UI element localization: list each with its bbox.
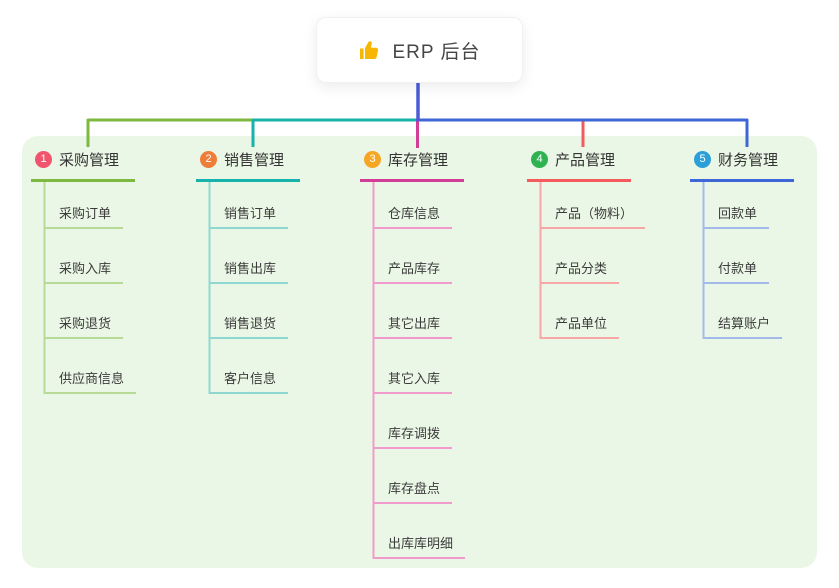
branch-2-badge: 2 xyxy=(200,151,217,168)
node-sales-return[interactable]: 销售退货 xyxy=(209,306,289,339)
branches-background-panel xyxy=(22,136,817,568)
branch-3-label: 库存管理 xyxy=(388,152,449,169)
node-product-stock[interactable]: 产品库存 xyxy=(373,251,453,284)
branch-header-inventory[interactable]: 3 库存管理 xyxy=(360,146,465,182)
node-supplier-info[interactable]: 供应商信息 xyxy=(44,361,137,394)
branch-5-label: 财务管理 xyxy=(718,152,779,169)
node-purchase-inbound[interactable]: 采购入库 xyxy=(44,251,124,284)
root-node-erp-backend[interactable]: ERP 后台 xyxy=(316,17,523,83)
branch-header-finance[interactable]: 5 财务管理 xyxy=(690,146,795,182)
node-outbound-detail[interactable]: 出库库明细 xyxy=(373,526,466,559)
branch-header-sales[interactable]: 2 销售管理 xyxy=(196,146,301,182)
node-purchase-order[interactable]: 采购订单 xyxy=(44,196,124,229)
thumbs-up-icon xyxy=(358,38,382,62)
branch-4-label: 产品管理 xyxy=(555,152,616,169)
node-purchase-return[interactable]: 采购退货 xyxy=(44,306,124,339)
branch-1-badge: 1 xyxy=(35,151,52,168)
node-stock-transfer[interactable]: 库存调拨 xyxy=(373,416,453,449)
branch-2-label: 销售管理 xyxy=(224,152,285,169)
node-payment-bill[interactable]: 付款单 xyxy=(703,251,770,284)
node-receipt-bill[interactable]: 回款单 xyxy=(703,196,770,229)
node-sales-order[interactable]: 销售订单 xyxy=(209,196,289,229)
branch-3-badge: 3 xyxy=(364,151,381,168)
node-other-outbound[interactable]: 其它出库 xyxy=(373,306,453,339)
node-stock-count[interactable]: 库存盘点 xyxy=(373,471,453,504)
node-customer-info[interactable]: 客户信息 xyxy=(209,361,289,394)
node-other-inbound[interactable]: 其它入库 xyxy=(373,361,453,394)
node-product-material[interactable]: 产品（物料） xyxy=(540,196,646,229)
node-sales-outbound[interactable]: 销售出库 xyxy=(209,251,289,284)
branch-1-label: 采购管理 xyxy=(59,152,120,169)
branch-4-badge: 4 xyxy=(531,151,548,168)
root-node-label: ERP 后台 xyxy=(392,41,481,63)
branch-header-product[interactable]: 4 产品管理 xyxy=(527,146,632,182)
branch-5-badge: 5 xyxy=(694,151,711,168)
node-product-category[interactable]: 产品分类 xyxy=(540,251,620,284)
node-settlement-account[interactable]: 结算账户 xyxy=(703,306,783,339)
branch-header-purchase[interactable]: 1 采购管理 xyxy=(31,146,136,182)
node-product-unit[interactable]: 产品单位 xyxy=(540,306,620,339)
node-warehouse-info[interactable]: 仓库信息 xyxy=(373,196,453,229)
